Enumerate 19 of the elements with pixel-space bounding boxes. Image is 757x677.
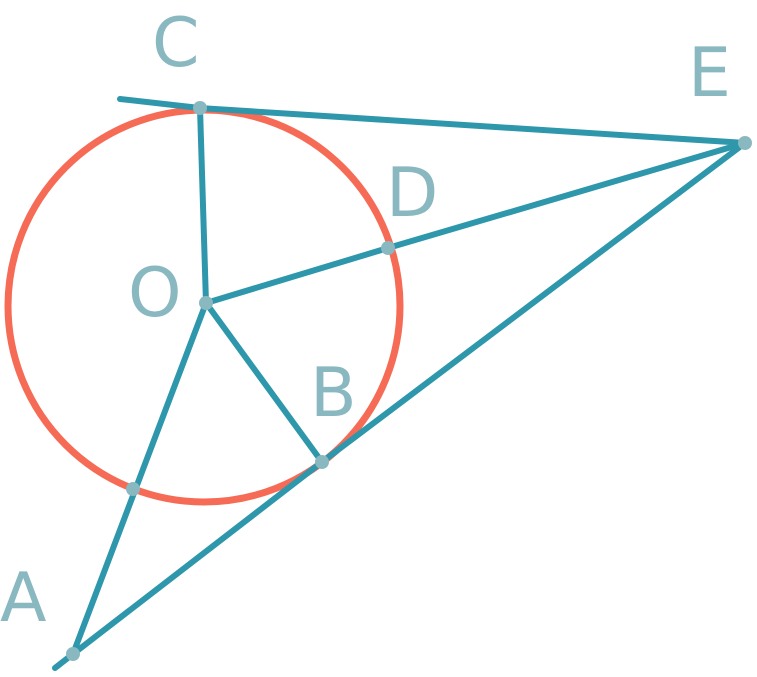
- line-segment: [72, 306, 207, 650]
- point-label: B: [310, 360, 357, 428]
- line-segment: [197, 112, 209, 299]
- line-segment: [204, 105, 742, 146]
- line-segment: [117, 96, 196, 110]
- point-label: A: [0, 565, 47, 633]
- point-label: D: [386, 160, 438, 228]
- line-segment: [210, 247, 384, 304]
- line-segment: [76, 463, 320, 653]
- point-dot: [381, 241, 395, 255]
- point-dot: [199, 296, 213, 310]
- point-dot: [193, 101, 207, 115]
- point-dot: [738, 136, 752, 150]
- line-segment: [52, 655, 70, 671]
- point-label: C: [152, 10, 200, 78]
- line-segment: [207, 306, 321, 460]
- point-dot: [66, 647, 80, 661]
- point-label: E: [688, 40, 731, 108]
- point-label: O: [128, 260, 182, 328]
